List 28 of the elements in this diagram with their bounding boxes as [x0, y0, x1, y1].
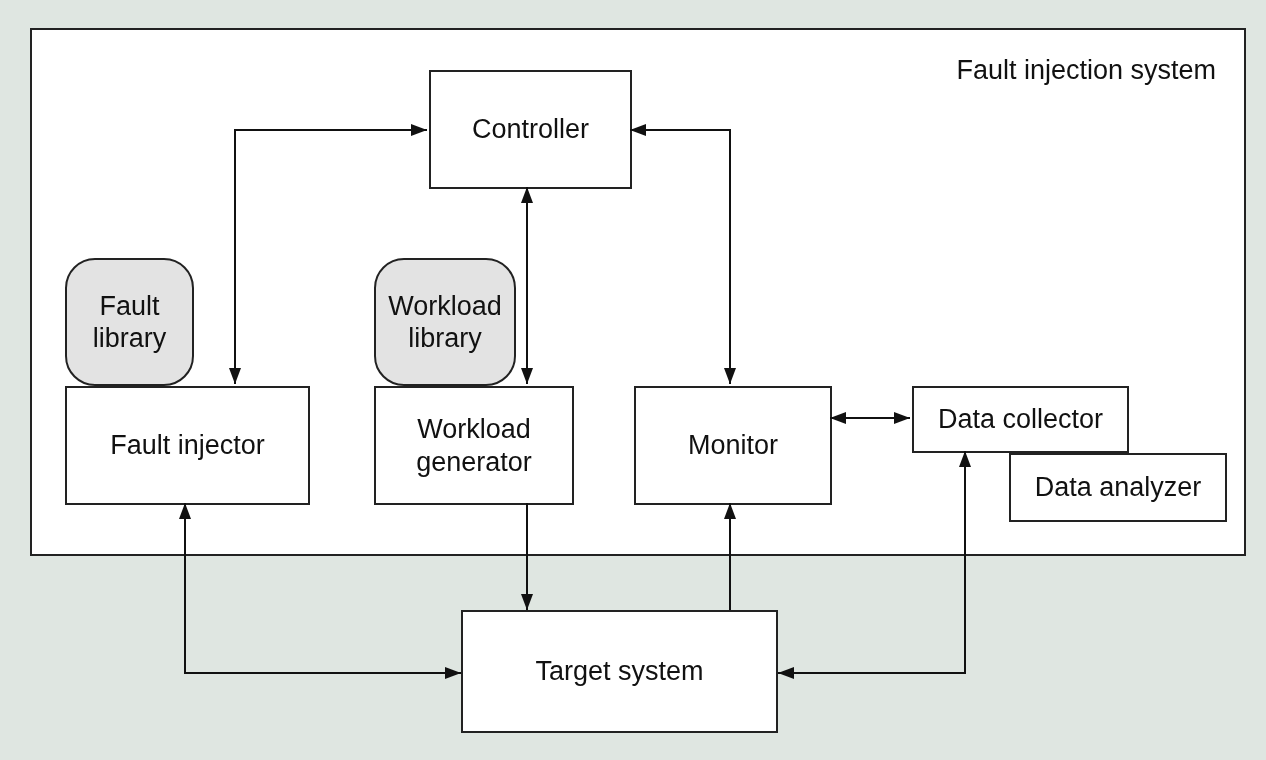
node-label: Data analyzer: [1033, 471, 1203, 504]
process-box: [1009, 453, 1227, 522]
connector-arrow: [777, 450, 971, 679]
connector-arrow: [521, 502, 533, 611]
system-boundary: [30, 28, 1246, 556]
node-label: Monitor: [687, 429, 779, 462]
node-label: Workload library: [387, 289, 503, 355]
library-box: [374, 258, 516, 386]
frame-title: Fault injection system: [956, 54, 1216, 87]
process-box: [374, 386, 574, 505]
node-label: Workload generator: [415, 413, 533, 478]
process-box: [912, 386, 1129, 453]
connector-arrow: [229, 124, 428, 385]
node-label: Controller: [470, 113, 590, 146]
process-box: [429, 70, 632, 189]
node-label: Fault injector: [109, 429, 266, 462]
process-box: [634, 386, 832, 505]
node-label: Data collector: [936, 403, 1105, 436]
connector-arrow: [521, 186, 533, 385]
connector-arrow: [829, 412, 911, 424]
library-box: [65, 258, 194, 386]
node-label: Fault library: [91, 289, 168, 355]
process-box: [65, 386, 310, 505]
process-box: [461, 610, 778, 733]
connector-arrow: [629, 124, 736, 385]
connector-arrow: [179, 502, 462, 679]
connector-arrow: [724, 502, 736, 611]
node-label: Target system: [534, 655, 705, 688]
